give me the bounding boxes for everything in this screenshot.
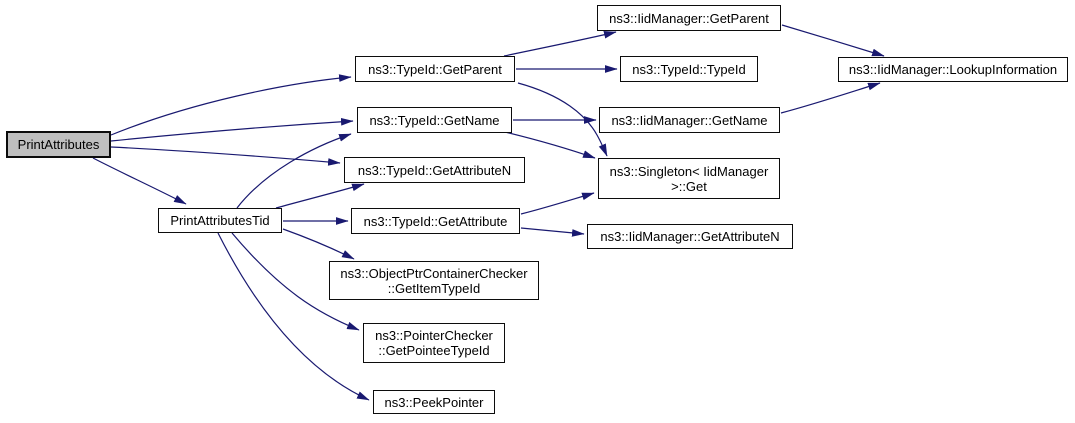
edge-PrintAttributes-to-TypeIdGetAttributeN xyxy=(110,146,341,166)
node-IidManagerGetParent[interactable]: ns3::IidManager::GetParent xyxy=(597,5,781,31)
node-label: ns3::IidManager::GetParent xyxy=(609,10,769,26)
node-label: ::GetItemTypeId xyxy=(387,280,481,296)
node-label: ns3::PeekPointer xyxy=(384,394,484,410)
edge-PrintAttributesTid-to-TypeIdGetAttributeN xyxy=(275,183,365,209)
edge-TypeIdGetName-to-SingletonIidManagerGet xyxy=(504,131,596,159)
node-label: >::Get xyxy=(671,178,707,194)
node-label: ns3::TypeId::GetAttribute xyxy=(363,213,508,229)
edge-PrintAttributesTid-to-PointerCheckerGetPointeeTypeId xyxy=(231,232,360,331)
node-TypeIdGetName[interactable]: ns3::TypeId::GetName xyxy=(357,107,512,133)
node-label: PrintAttributes xyxy=(17,137,100,152)
node-IidManagerGetAttributeN[interactable]: ns3::IidManager::GetAttributeN xyxy=(587,224,793,249)
edge-PrintAttributes-to-TypeIdGetName xyxy=(110,117,354,142)
node-TypeIdTypeId[interactable]: ns3::TypeId::TypeId xyxy=(620,56,758,82)
node-label: ns3::Singleton< IidManager xyxy=(609,163,769,179)
node-PrintAttributesTid[interactable]: PrintAttributesTid xyxy=(158,208,282,233)
node-PointerCheckerGetPointeeTypeId[interactable]: ns3::PointerChecker::GetPointeeTypeId xyxy=(363,323,505,363)
node-label: ns3::TypeId::GetParent xyxy=(368,61,502,77)
edge-IidManagerGetName-to-IidManagerLookupInformation xyxy=(780,82,881,114)
node-label: ns3::IidManager::GetName xyxy=(611,112,768,128)
edge-PrintAttributes-to-PrintAttributesTid xyxy=(92,157,187,205)
edge-IidManagerGetParent-to-IidManagerLookupInformation xyxy=(781,24,885,57)
node-IidManagerGetName[interactable]: ns3::IidManager::GetName xyxy=(599,107,780,133)
edge-PrintAttributesTid-to-ObjectPtrContainerCheckerGetItemTypeId xyxy=(282,228,355,260)
node-PeekPointer[interactable]: ns3::PeekPointer xyxy=(373,390,495,414)
edge-TypeIdGetParent-to-IidManagerGetParent xyxy=(503,31,617,57)
edge-TypeIdGetAttribute-to-SingletonIidManagerGet xyxy=(520,192,595,215)
node-SingletonIidManagerGet[interactable]: ns3::Singleton< IidManager>::Get xyxy=(598,158,780,199)
node-label: ::GetPointeeTypeId xyxy=(378,343,490,358)
edge-PrintAttributes-to-TypeIdGetParent xyxy=(110,74,352,136)
node-label: ns3::PointerChecker xyxy=(375,328,493,343)
edge-PrintAttributesTid-to-PeekPointer xyxy=(217,232,370,401)
node-ObjectPtrContainerCheckerGetItemTypeId[interactable]: ns3::ObjectPtrContainerChecker::GetItemT… xyxy=(329,261,539,300)
node-PrintAttributes: PrintAttributes xyxy=(6,131,111,158)
edge-TypeIdGetAttribute-to-IidManagerGetAttributeN xyxy=(520,227,585,237)
node-label: ns3::TypeId::TypeId xyxy=(632,61,746,77)
edge-TypeIdGetParent-to-SingletonIidManagerGet xyxy=(517,82,608,157)
node-label: ns3::TypeId::GetAttributeN xyxy=(357,162,512,178)
node-label: PrintAttributesTid xyxy=(170,213,270,228)
node-label: ns3::IidManager::LookupInformation xyxy=(848,62,1058,77)
node-label: ns3::ObjectPtrContainerChecker xyxy=(340,265,528,281)
edge-PrintAttributesTid-to-TypeIdGetName xyxy=(236,133,352,209)
node-label: ns3::TypeId::GetName xyxy=(369,112,500,128)
node-TypeIdGetAttribute[interactable]: ns3::TypeId::GetAttribute xyxy=(351,208,520,234)
node-TypeIdGetParent[interactable]: ns3::TypeId::GetParent xyxy=(355,56,515,82)
node-TypeIdGetAttributeN[interactable]: ns3::TypeId::GetAttributeN xyxy=(344,157,525,183)
node-IidManagerLookupInformation[interactable]: ns3::IidManager::LookupInformation xyxy=(838,57,1068,82)
node-label: ns3::IidManager::GetAttributeN xyxy=(600,229,780,244)
